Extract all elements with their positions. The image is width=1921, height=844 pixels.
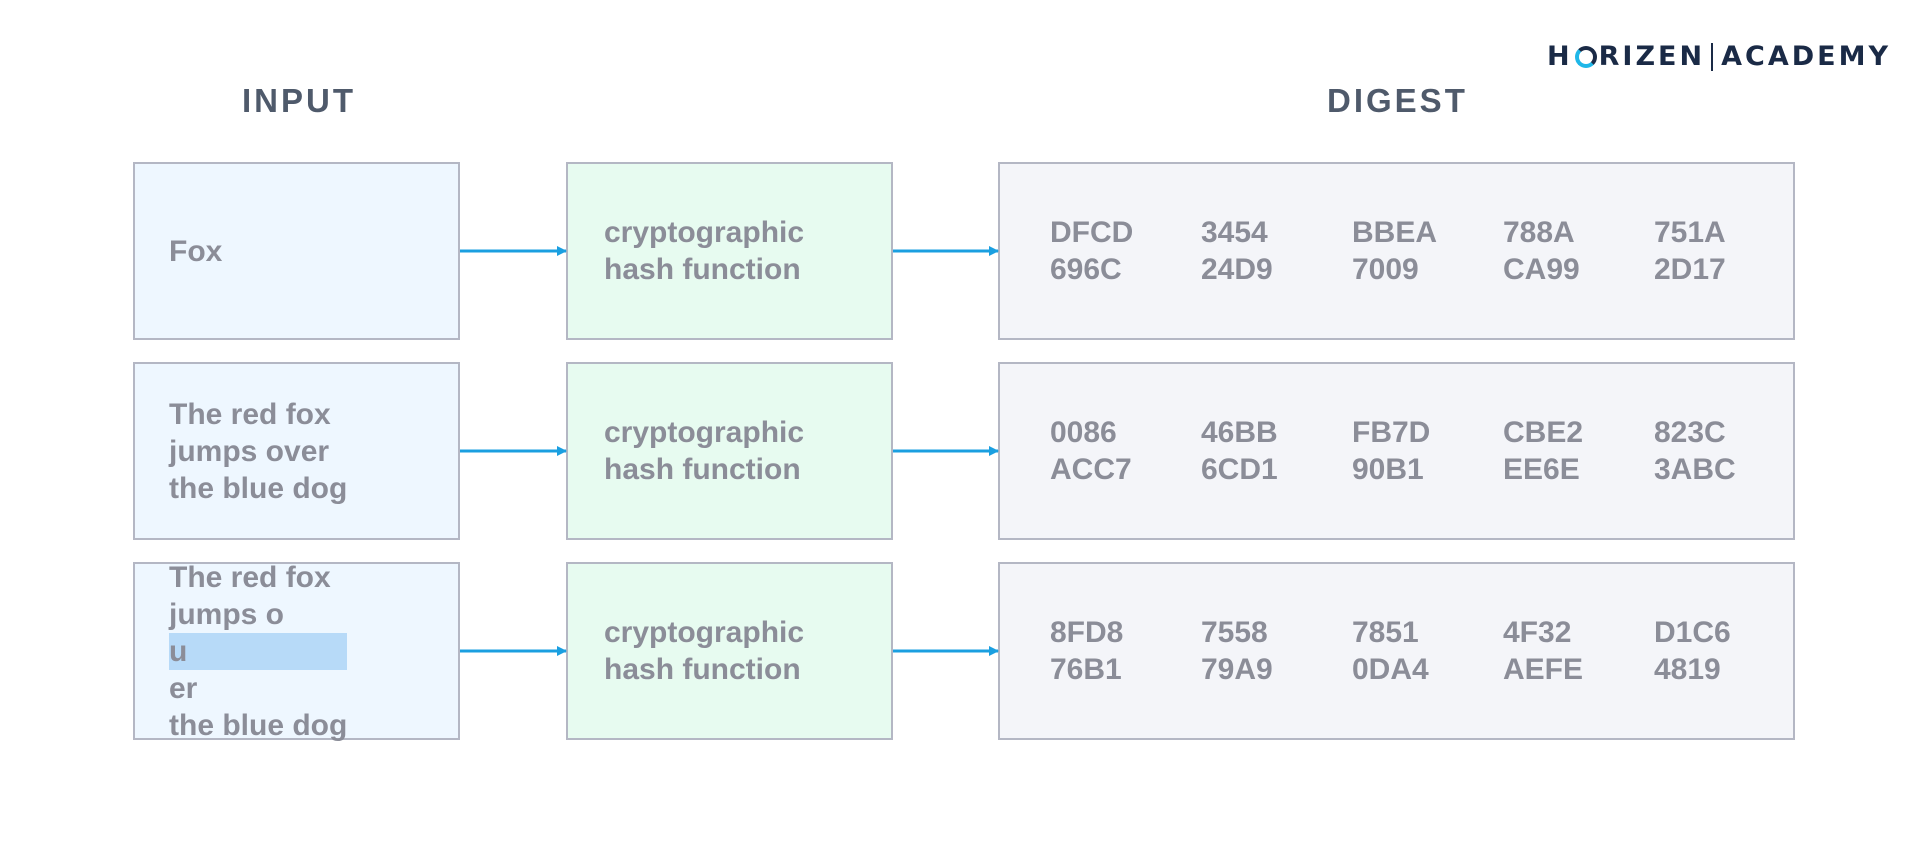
digest-column: 7851 0DA4 — [1352, 614, 1503, 688]
digest-column: 7558 79A9 — [1201, 614, 1352, 688]
digest-word: D1C6 — [1654, 616, 1731, 649]
horizen-academy-logo: H RIZEN ACADEMY — [1547, 41, 1891, 72]
logo-text-rizen: RIZEN — [1598, 41, 1706, 72]
digest-word: 46BB — [1201, 416, 1278, 449]
digest-word: 4819 — [1654, 653, 1721, 686]
digest-word: EE6E — [1503, 453, 1580, 486]
highlighted-changed-letter: u — [169, 632, 348, 670]
digest-word: 7851 — [1352, 616, 1419, 649]
digest-word: CA99 — [1503, 253, 1580, 286]
input-header: INPUT — [242, 82, 356, 119]
input-text-line: jumps over — [169, 434, 330, 468]
digest-word: BBEA — [1352, 216, 1438, 249]
digest-word: 6CD1 — [1201, 453, 1278, 486]
input-text-line: The red fox — [169, 560, 331, 594]
digest-column: BBEA 7009 — [1352, 214, 1503, 288]
logo-o-icon — [1574, 45, 1597, 68]
digest-word: ACC7 — [1050, 453, 1132, 486]
hash-label-line: hash function — [604, 253, 801, 286]
input-box-1: Fox — [133, 162, 460, 340]
input-text-line: Fox — [169, 234, 223, 268]
digest-word: 79A9 — [1201, 653, 1273, 686]
digest-word: 751A — [1654, 216, 1726, 249]
hash-function-box-3: cryptographic hash function — [566, 562, 893, 740]
digest-word: 0DA4 — [1352, 653, 1429, 686]
digest-word: 76B1 — [1050, 653, 1122, 686]
digest-word: 4F32 — [1503, 616, 1572, 649]
digest-word: 788A — [1503, 216, 1575, 249]
input-text-line: the blue dog — [169, 708, 348, 742]
digest-word: AEFE — [1503, 653, 1584, 686]
input-text-line: The red fox — [169, 397, 331, 431]
input-text-fragment: jumps o — [169, 597, 285, 631]
digest-word: 3454 — [1201, 216, 1268, 249]
digest-word: 696C — [1050, 253, 1122, 286]
logo-text-h: H — [1547, 41, 1573, 72]
digest-word: 2D17 — [1654, 253, 1726, 286]
digest-word: 90B1 — [1352, 453, 1424, 486]
logo-separator — [1711, 42, 1714, 71]
digest-header: DIGEST — [1327, 82, 1468, 119]
hash-label-line: cryptographic — [604, 616, 805, 649]
digest-word: 7558 — [1201, 616, 1268, 649]
digest-word: DFCD — [1050, 216, 1134, 249]
digest-word: 3ABC — [1654, 453, 1736, 486]
digest-column: 46BB 6CD1 — [1201, 414, 1352, 488]
digest-word: 8FD8 — [1050, 616, 1124, 649]
input-text-line: the blue dog — [169, 471, 348, 505]
digest-word: FB7D — [1352, 416, 1431, 449]
digest-word: 7009 — [1352, 253, 1419, 286]
digest-word: 24D9 — [1201, 253, 1273, 286]
digest-word: 823C — [1654, 416, 1726, 449]
digest-column: 788A CA99 — [1503, 214, 1654, 288]
digest-column: DFCD 696C — [1050, 214, 1201, 288]
hash-label-line: cryptographic — [604, 216, 805, 249]
digest-column: 751A 2D17 — [1654, 214, 1805, 288]
input-text-fragment: er — [169, 671, 198, 705]
digest-box-1: DFCD 696C 3454 24D9 BBEA 7009 788A CA99 751A… — [998, 162, 1795, 340]
hash-function-box-1: cryptographic hash function — [566, 162, 893, 340]
digest-column: 8FD8 76B1 — [1050, 614, 1201, 688]
hash-function-box-2: cryptographic hash function — [566, 362, 893, 540]
digest-column: FB7D 90B1 — [1352, 414, 1503, 488]
input-box-2: The red fox jumps over the blue dog — [133, 362, 460, 540]
digest-column: 3454 24D9 — [1201, 214, 1352, 288]
digest-word: CBE2 — [1503, 416, 1584, 449]
hash-label-line: cryptographic — [604, 416, 805, 449]
hash-label-line: hash function — [604, 653, 801, 686]
digest-column: 823C 3ABC — [1654, 414, 1805, 488]
hash-label-line: hash function — [604, 453, 801, 486]
digest-word: 0086 — [1050, 416, 1117, 449]
digest-column: D1C6 4819 — [1654, 614, 1805, 688]
logo-text-academy: ACADEMY — [1721, 41, 1891, 72]
